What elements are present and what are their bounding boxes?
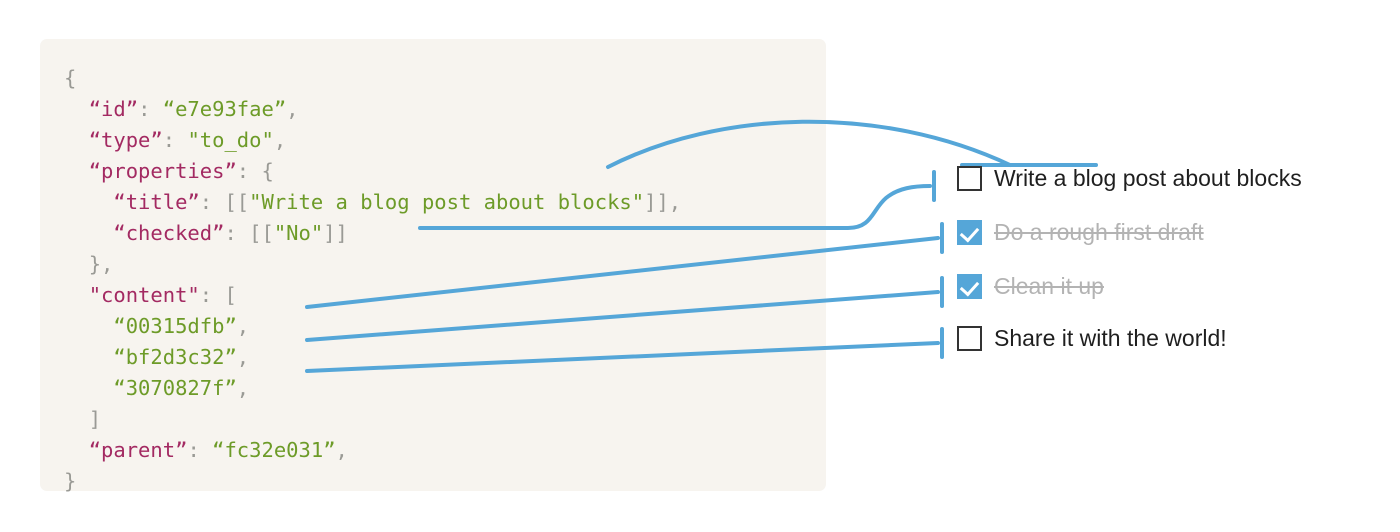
code-indent	[64, 438, 89, 462]
code-indent	[64, 345, 113, 369]
code-indent	[64, 376, 113, 400]
code-token-str: “bf2d3c32”	[113, 345, 237, 369]
code-line: },	[64, 249, 681, 280]
code-token-key: “checked”	[113, 221, 225, 245]
list-item-label: Share it with the world!	[994, 324, 1227, 351]
code-token-key: "content"	[88, 283, 200, 307]
code-token-key: “title”	[113, 190, 200, 214]
code-indent	[64, 283, 89, 307]
json-code-panel: { “id”: “e7e93fae”, “type”: "to_do", “pr…	[40, 39, 826, 493]
code-line: {	[64, 63, 681, 94]
code-line: “type”: "to_do",	[64, 125, 681, 156]
code-indent	[64, 190, 113, 214]
list-item-label: Write a blog post about blocks	[994, 164, 1302, 191]
code-token-punct: ]],	[644, 190, 682, 214]
code-token-str: "No"	[273, 221, 324, 245]
code-token-str: "to_do"	[187, 128, 274, 152]
code-token-punct: ]	[88, 407, 102, 431]
code-token-punct: ,	[335, 438, 348, 462]
list-item[interactable]: Write a blog post about blocks	[900, 161, 1302, 195]
code-token-punct: {	[64, 66, 77, 90]
code-indent	[64, 159, 89, 183]
code-line: “properties”: {	[64, 156, 681, 187]
code-line: “00315dfb”,	[64, 311, 681, 342]
code-token-key: “properties”	[88, 159, 237, 183]
code-token-punct: : [[	[224, 221, 274, 245]
code-token-str: “3070827f”	[113, 376, 237, 400]
code-token-punct: },	[88, 252, 114, 276]
code-token-key: “id”	[88, 97, 139, 121]
code-token-punct: ,	[286, 97, 299, 121]
code-indent	[64, 407, 89, 431]
checkbox-checked-icon[interactable]	[957, 273, 982, 299]
code-token-str: “fc32e031”	[212, 438, 336, 462]
code-token-punct: ,	[236, 314, 250, 338]
list-item[interactable]: Share it with the world!	[900, 321, 1227, 355]
code-line: “id”: “e7e93fae”,	[64, 94, 681, 125]
code-token-punct: :	[138, 97, 163, 121]
code-token-key: “type”	[88, 128, 163, 152]
code-token-punct: : [[	[199, 190, 250, 214]
code-token-str: “00315dfb”	[113, 314, 237, 338]
list-item[interactable]: Do a rough first draft	[900, 215, 1204, 249]
list-item[interactable]: Clean it up	[900, 269, 1104, 303]
code-indent	[64, 252, 89, 276]
code-indent	[64, 221, 113, 245]
code-indent	[64, 97, 89, 121]
code-token-str: “e7e93fae”	[162, 97, 287, 121]
code-indent	[64, 128, 89, 152]
code-token-punct: ,	[236, 345, 250, 369]
checkbox-unchecked-icon[interactable]	[957, 165, 982, 191]
code-line: “parent”: “fc32e031”,	[64, 435, 681, 466]
code-token-punct: ]]	[323, 221, 348, 245]
list-item-label: Clean it up	[994, 272, 1104, 299]
code-token-punct: : {	[236, 159, 274, 183]
code-indent	[64, 314, 113, 338]
code-token-punct: ,	[273, 128, 287, 152]
code-line: "content": [	[64, 280, 681, 311]
code-line: “title”: [["Write a blog post about bloc…	[64, 187, 681, 218]
code-line: }	[64, 466, 681, 497]
code-line: “checked”: [["No"]]	[64, 218, 681, 249]
code-line: “3070827f”,	[64, 373, 681, 404]
code-line: ]	[64, 404, 681, 435]
code-token-key: “parent”	[88, 438, 188, 462]
code-token-punct: :	[162, 128, 188, 152]
code-token-punct: : [	[199, 283, 237, 307]
list-item-label: Do a rough first draft	[994, 218, 1204, 245]
checkbox-checked-icon[interactable]	[957, 219, 982, 245]
code-token-punct: ,	[236, 376, 250, 400]
json-code-text: { “id”: “e7e93fae”, “type”: "to_do", “pr…	[64, 63, 681, 497]
code-token-punct: }	[64, 469, 77, 493]
code-token-punct: :	[187, 438, 213, 462]
code-token-str: "Write a blog post about blocks"	[249, 190, 645, 214]
checkbox-unchecked-icon[interactable]	[957, 325, 982, 351]
code-line: “bf2d3c32”,	[64, 342, 681, 373]
